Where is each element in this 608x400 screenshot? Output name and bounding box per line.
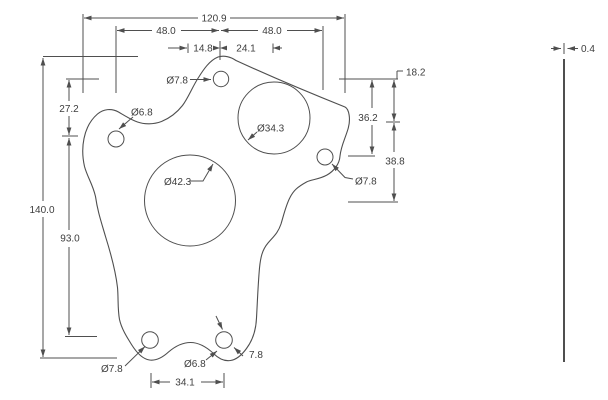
callout-text-large-center: Ø42.3 bbox=[164, 177, 192, 188]
dim-left-lower-span: 93.0 bbox=[60, 138, 97, 337]
callout-upper-left-hole: Ø6.8 bbox=[118, 108, 153, 130]
gasket-edge-view: 0.4 bbox=[551, 43, 595, 362]
dim-left-upper-drop: 27.2 bbox=[59, 78, 99, 137]
dim-text-left-lower-span: 93.0 bbox=[60, 234, 80, 245]
hole-bottom-right bbox=[215, 331, 233, 349]
arrowhead bbox=[213, 45, 220, 51]
callout-top-center-hole: Ø7.8 bbox=[166, 76, 211, 87]
hole-large-center bbox=[144, 154, 236, 247]
gasket-front-view bbox=[82, 55, 350, 362]
dim-bottom-hole-diag: 7.8 bbox=[215, 315, 263, 361]
callout-text-bottom-left: Ø7.8 bbox=[101, 364, 123, 375]
dim-text-bottom-hole-diag: 7.8 bbox=[249, 350, 263, 361]
dim-bottom-hole-span: 34.1 bbox=[150, 373, 225, 389]
callout-mid-right-hole: Ø7.8 bbox=[331, 163, 377, 188]
dim-text-circle-gap: 38.8 bbox=[385, 157, 405, 168]
dim-text-upper-right-span: 48.0 bbox=[262, 26, 282, 37]
dim-text-left-upper-drop: 27.2 bbox=[59, 104, 79, 115]
hole-top-center bbox=[212, 70, 230, 88]
callout-text-top-center: Ø7.8 bbox=[166, 76, 188, 87]
dim-text-bottom-hole-span: 34.1 bbox=[175, 378, 195, 389]
dim-overall-width: 120.9 bbox=[82, 14, 346, 93]
callout-text-upper-left: Ø6.8 bbox=[131, 108, 153, 119]
callout-large-center-hole: Ø42.3 bbox=[164, 163, 214, 188]
dim-center-offsets: 14.8 24.1 bbox=[168, 43, 282, 55]
callout-text-bottom-right: Ø6.8 bbox=[184, 359, 206, 370]
arrowhead bbox=[273, 45, 280, 51]
dim-text-upper-left-span: 48.0 bbox=[156, 26, 176, 37]
dim-text-thickness: 0.4 bbox=[581, 44, 595, 55]
callout-text-large-right: Ø34.3 bbox=[257, 124, 285, 135]
dim-text-right-top-offset: 18.2 bbox=[406, 68, 426, 79]
gasket-outline bbox=[82, 55, 350, 362]
callout-bottom-left-hole: Ø7.8 bbox=[101, 346, 146, 375]
callout-text-mid-right: Ø7.8 bbox=[355, 177, 377, 188]
dim-upper-spans: 48.0 48.0 bbox=[115, 26, 324, 93]
dim-text-right-hole-drop: 36.2 bbox=[358, 113, 378, 124]
callout-bottom-right-hole: Ø6.8 bbox=[184, 350, 218, 370]
hole-upper-left bbox=[107, 130, 125, 148]
callout-large-right-hole: Ø34.3 bbox=[247, 124, 285, 141]
dim-text-offset-right: 24.1 bbox=[236, 44, 256, 55]
hole-mid-right bbox=[316, 148, 334, 166]
hole-large-right bbox=[237, 81, 311, 155]
dim-right-column: 36.2 18.2 38.8 bbox=[339, 68, 426, 203]
dim-text-offset-left: 14.8 bbox=[193, 44, 213, 55]
dim-text-overall-width: 120.9 bbox=[201, 14, 226, 25]
dim-overall-height: 140.0 bbox=[29, 56, 138, 359]
hole-bottom-left bbox=[141, 331, 159, 349]
arrowhead bbox=[220, 45, 227, 51]
dim-text-overall-height: 140.0 bbox=[29, 205, 54, 216]
